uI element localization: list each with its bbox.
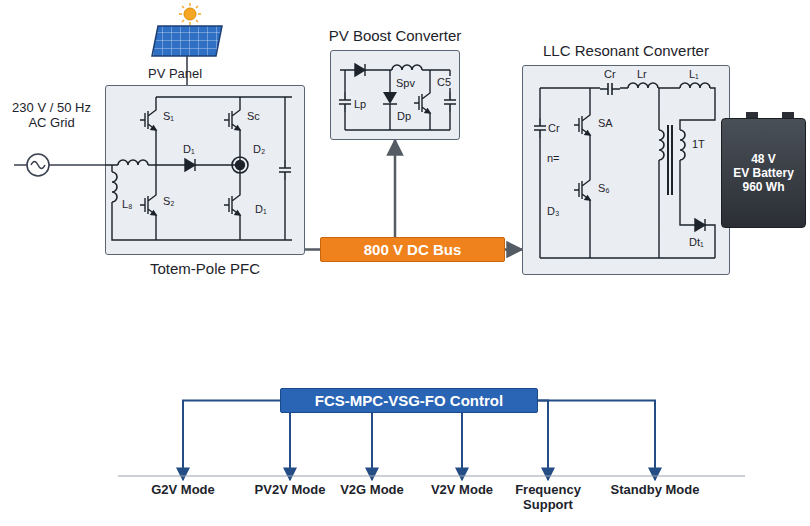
mode-item: G2V Mode	[147, 480, 219, 499]
component-label: D₁	[254, 203, 268, 215]
converter-box: Totem-Pole PFC	[105, 85, 305, 255]
control-arrow	[289, 413, 291, 480]
component-label: C5	[436, 76, 452, 88]
control-arrow	[538, 401, 548, 481]
component-label: D₃	[546, 205, 560, 217]
node-text: V2G Mode	[340, 482, 404, 497]
node-text: EV Battery	[733, 166, 794, 180]
node-text: 48 V	[751, 152, 776, 166]
text-label: 230 V / 50 Hz AC Grid	[4, 100, 99, 130]
component-label: Lr	[636, 68, 648, 80]
component-label: S₁	[162, 110, 175, 122]
control-box: FCS-MPC-VSG-FO Control	[280, 388, 538, 413]
control-arrow	[183, 401, 280, 481]
mode-item: V2V Mode	[427, 480, 498, 499]
component-label: S₂	[162, 195, 176, 207]
control-arrow	[371, 413, 373, 480]
power-connector	[394, 140, 397, 237]
component-label: Sc	[246, 110, 261, 122]
mode-item: V2G Mode	[336, 480, 408, 499]
mode-baseline	[118, 475, 745, 476]
sun-icon	[179, 3, 201, 25]
component-label: SA	[597, 117, 614, 129]
component-label: L₁	[688, 68, 700, 80]
component-label: Dt₁	[688, 236, 705, 248]
component-label: n=	[546, 152, 561, 164]
node-text: G2V Mode	[151, 482, 215, 497]
box-heading: Totem-Pole PFC	[150, 260, 260, 277]
component-label: S₆	[597, 182, 611, 194]
mode-item: PV2V Mode	[251, 480, 330, 499]
component-label: Dp	[396, 110, 412, 122]
node-text: Frequency Support	[511, 482, 585, 512]
power-connector	[305, 248, 320, 251]
node-text: 800 V DC Bus	[364, 241, 462, 258]
node-text: Standby Mode	[611, 482, 700, 497]
dc-bus-band: 800 V DC Bus	[320, 237, 505, 262]
node-text: V2V Mode	[431, 482, 493, 497]
battery-box: 48 VEV Battery960 Wh	[721, 118, 806, 228]
component-label: Cr	[603, 68, 617, 80]
component-label: D₂	[252, 143, 266, 155]
control-arrow	[538, 401, 655, 481]
converter-box: PV Boost Converter	[330, 50, 460, 140]
box-heading: LLC Resonant Converter	[543, 42, 709, 59]
component-label: 1T	[691, 138, 706, 150]
node-text: 960 Wh	[742, 180, 784, 194]
text-label: PV Panel	[148, 66, 202, 81]
mode-item: Standby Mode	[607, 480, 704, 499]
mode-item: Frequency Support	[511, 480, 585, 514]
box-heading: PV Boost Converter	[329, 27, 462, 44]
node-text: FCS-MPC-VSG-FO Control	[315, 392, 503, 409]
node-text: PV2V Mode	[255, 482, 326, 497]
control-arrow	[461, 413, 463, 480]
component-label: Lp	[353, 98, 367, 110]
component-label: Spv	[395, 77, 416, 89]
power-connector	[505, 248, 522, 251]
ac-grid-symbol	[14, 154, 105, 176]
component-label: D₁	[182, 143, 196, 155]
component-label: L₈	[121, 198, 134, 210]
component-label: Cr	[547, 122, 561, 134]
